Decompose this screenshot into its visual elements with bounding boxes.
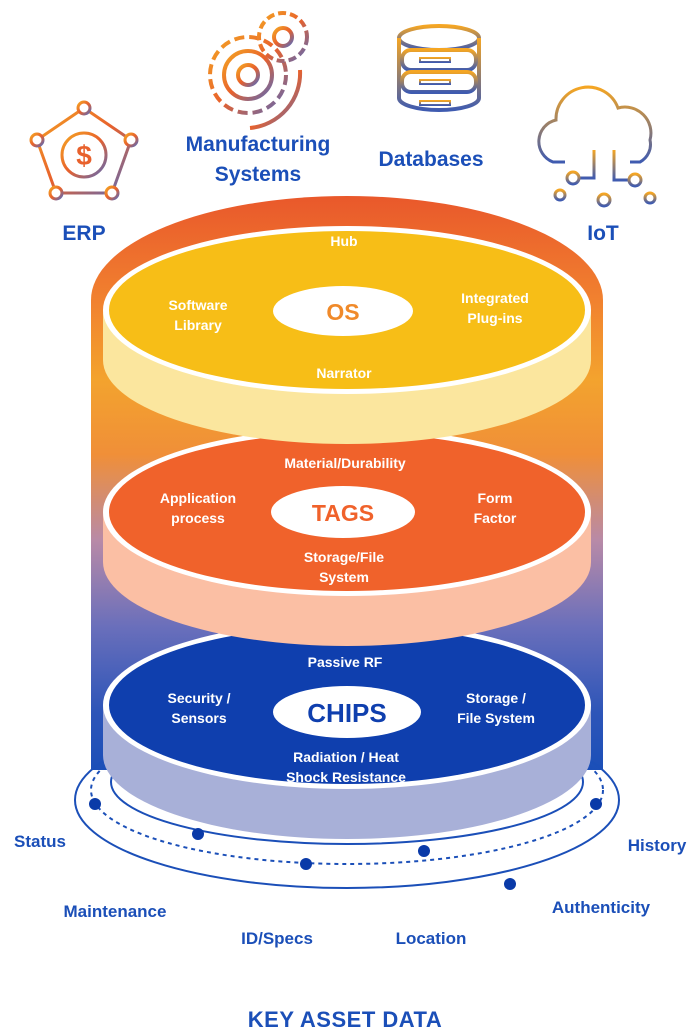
- databases-label: Databases: [378, 148, 483, 171]
- tags-right-label-1: Form: [478, 490, 513, 506]
- tags-top-label: Material/Durability: [284, 455, 406, 471]
- chips-left-label-2: Sensors: [171, 710, 226, 726]
- tags-center-label: TAGS: [312, 500, 374, 526]
- erp-label: ERP: [62, 222, 105, 245]
- chips-bottom-label-2: Shock Resistance: [286, 769, 406, 785]
- tags-left-label-1: Application: [160, 490, 236, 506]
- tags-bottom-label-2: System: [319, 569, 369, 585]
- database-icon: [397, 24, 481, 112]
- maintenance-label: Maintenance: [64, 902, 167, 921]
- pentagon-dollar-icon: $: [29, 100, 139, 201]
- location-label: Location: [396, 929, 467, 948]
- os-right-label-2: Plug-ins: [467, 310, 522, 326]
- gears-icon: [208, 11, 309, 130]
- iot-label: IoT: [587, 222, 619, 245]
- chips-layer: [103, 621, 591, 839]
- os-right-label-1: Integrated: [461, 290, 529, 306]
- chips-left-label-1: Security /: [167, 690, 230, 706]
- os-left-label-1: Software: [168, 297, 227, 313]
- chips-bottom-label-1: Radiation / Heat: [293, 749, 399, 765]
- os-layer: [103, 226, 591, 444]
- ring-dots: [89, 798, 602, 890]
- os-bottom-label: Narrator: [316, 365, 372, 381]
- tags-bottom-label-1: Storage/File: [304, 549, 384, 565]
- chips-top-label: Passive RF: [308, 654, 383, 670]
- chips-right-label-1: Storage /: [466, 690, 526, 706]
- footer-title: KEY ASSET DATA: [248, 1007, 442, 1032]
- manufacturing-label: Manufacturing: [186, 133, 331, 156]
- tags-layer: [103, 428, 591, 646]
- tags-left-label-2: process: [171, 510, 225, 526]
- authenticity-label: Authenticity: [552, 898, 651, 917]
- history-label: History: [628, 836, 687, 855]
- chips-center-label: CHIPS: [307, 698, 386, 728]
- status-label: Status: [14, 832, 66, 851]
- os-center-label: OS: [326, 299, 359, 325]
- chips-right-label-2: File System: [457, 710, 535, 726]
- os-left-label-2: Library: [174, 317, 222, 333]
- os-top-label: Hub: [330, 233, 357, 249]
- manufacturing-label-2: Systems: [215, 163, 301, 186]
- tags-right-label-2: Factor: [474, 510, 517, 526]
- svg-text:$: $: [76, 140, 92, 171]
- id-specs-label: ID/Specs: [241, 929, 313, 948]
- cloud-circuit-icon: [537, 85, 657, 208]
